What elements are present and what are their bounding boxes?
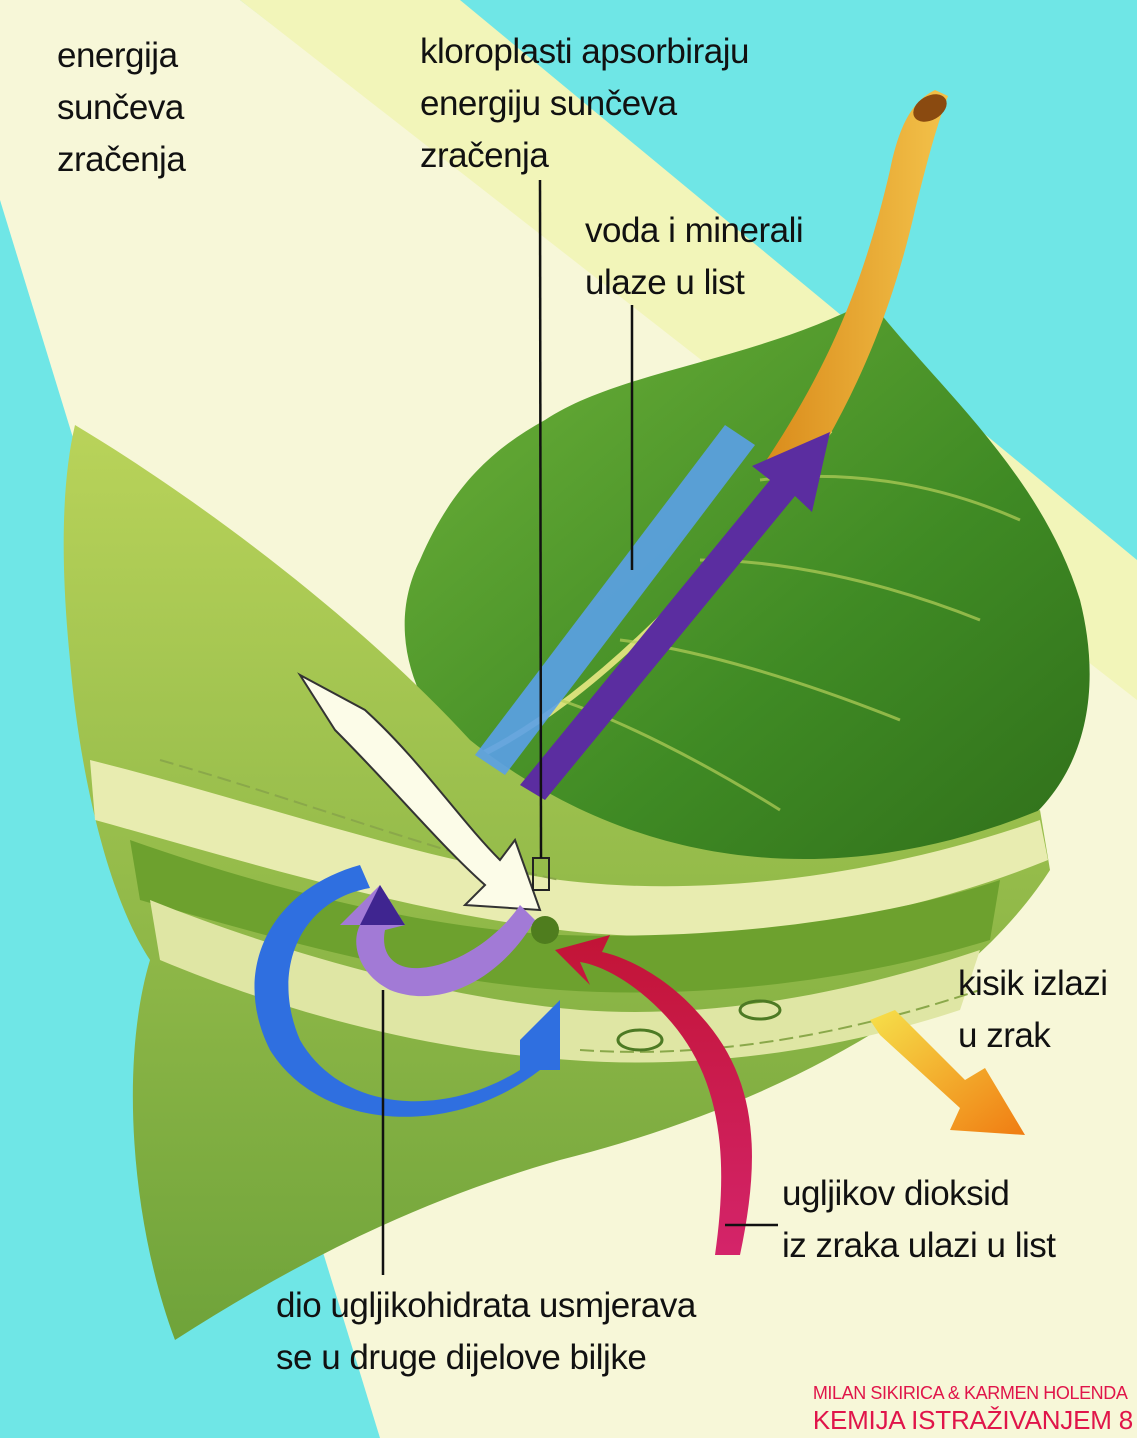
water-minerals-label: voda i minerali ulaze u list	[585, 205, 803, 309]
chloroplast-leader-line	[540, 180, 541, 858]
chloroplasts-line-3: zračenja	[420, 130, 749, 182]
carbon-dioxide-line-2: iz zraka ulazi u list	[782, 1220, 1055, 1272]
carbohydrates-line-2: se u druge dijelove biljke	[276, 1332, 696, 1384]
solar-energy-line-2: sunčeva	[57, 82, 185, 134]
solar-energy-line-1: energija	[57, 30, 185, 82]
chloroplasts-line-1: kloroplasti apsorbiraju	[420, 26, 749, 78]
credit-book-title: KEMIJA ISTRAŽIVANJEM 8	[813, 1404, 1133, 1436]
water-minerals-line-2: ulaze u list	[585, 257, 803, 309]
carbohydrates-line-1: dio ugljikohidrata usmjerava	[276, 1280, 696, 1332]
credit-authors: MILAN SIKIRICA & KARMEN HOLENDA	[813, 1382, 1133, 1404]
book-credit: MILAN SIKIRICA & KARMEN HOLENDA KEMIJA I…	[813, 1382, 1133, 1436]
oxygen-label: kisik izlazi u zrak	[958, 958, 1108, 1062]
oxygen-line-1: kisik izlazi	[958, 958, 1108, 1010]
carbon-dioxide-line-1: ugljikov dioksid	[782, 1168, 1055, 1220]
oxygen-line-2: u zrak	[958, 1010, 1108, 1062]
chloroplasts-label: kloroplasti apsorbiraju energiju sunčeva…	[420, 26, 749, 182]
solar-energy-line-3: zračenja	[57, 134, 185, 186]
solar-energy-label: energija sunčeva zračenja	[57, 30, 185, 186]
water-minerals-line-1: voda i minerali	[585, 205, 803, 257]
chloroplasts-line-2: energiju sunčeva	[420, 78, 749, 130]
carbohydrates-label: dio ugljikohidrata usmjerava se u druge …	[276, 1280, 696, 1384]
carbon-dioxide-label: ugljikov dioksid iz zraka ulazi u list	[782, 1168, 1055, 1272]
